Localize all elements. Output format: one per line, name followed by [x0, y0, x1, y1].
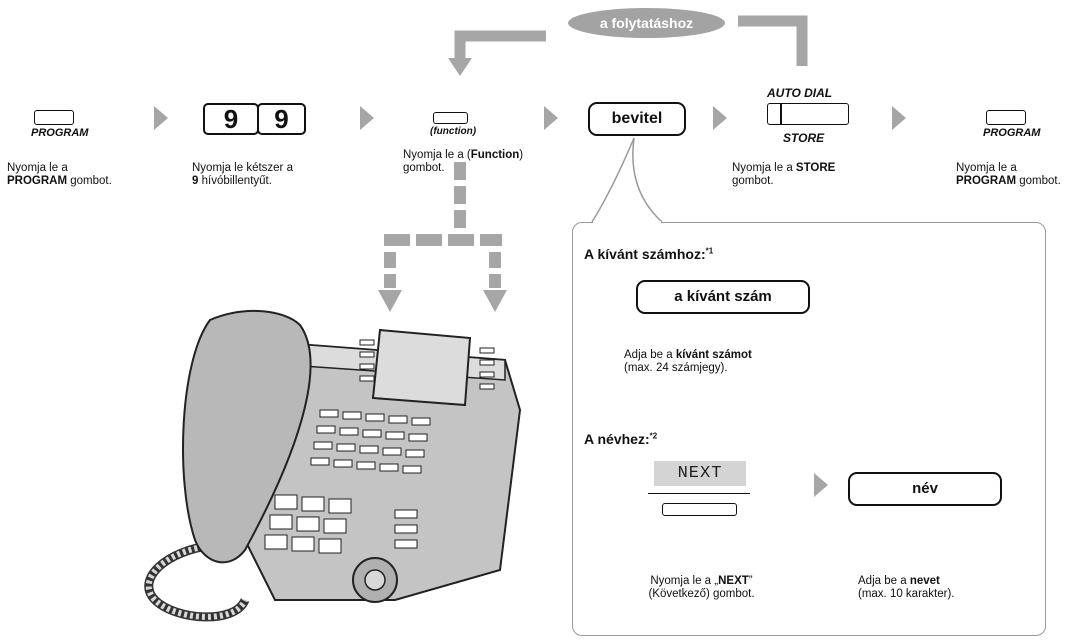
- number-box: a kívánt szám: [636, 280, 810, 314]
- store-key-divider: [780, 104, 782, 125]
- step-arrow-icon: [713, 106, 727, 130]
- store-key[interactable]: [767, 103, 849, 125]
- lcd-underline: [648, 493, 750, 494]
- callout-pointer: [591, 137, 663, 225]
- entry-box: bevitel: [588, 102, 686, 136]
- program-final-caption: Nyomja le a PROGRAM gombot.: [956, 162, 1061, 187]
- next-lcd-display: NEXT: [654, 461, 746, 486]
- program-caption: Nyomja le a PROGRAM gombot.: [7, 162, 112, 187]
- name-box: név: [848, 472, 1002, 506]
- function-key-label: (function): [430, 126, 477, 137]
- step-arrow-icon: [360, 106, 374, 130]
- name-caption: Adja be a nevet (max. 10 karakter).: [858, 575, 955, 600]
- function-caption: Nyomja le a (Function) gombot.: [403, 149, 524, 174]
- telephone-icon: [144, 309, 522, 622]
- next-key[interactable]: [662, 503, 737, 516]
- auto-dial-label: AUTO DIAL: [767, 86, 833, 100]
- dial-key-9-second[interactable]: 9: [257, 103, 306, 135]
- number-caption: Adja be a kívánt számot (max. 24 számjeg…: [624, 349, 752, 374]
- store-key-label: STORE: [783, 131, 825, 145]
- program-key-final[interactable]: [986, 110, 1026, 125]
- number-header: A kívánt számhoz:*1: [584, 246, 714, 262]
- nine-caption: Nyomja le kétszer a 9 hívóbillentyűt.: [192, 162, 293, 187]
- name-header: A névhez:*2: [584, 431, 658, 447]
- program-key[interactable]: [34, 110, 74, 125]
- step-arrow-icon: [814, 473, 828, 497]
- next-caption: Nyomja le a „NEXT” (Következő) gombot.: [648, 575, 755, 600]
- program-key-label: PROGRAM: [31, 127, 89, 139]
- loop-label: a folytatáshoz: [568, 8, 725, 38]
- store-caption: Nyomja le a STORE gombot.: [732, 162, 836, 187]
- step-arrow-icon: [544, 106, 558, 130]
- step-arrow-icon: [892, 106, 906, 130]
- program-key-final-label: PROGRAM: [983, 127, 1041, 139]
- function-key[interactable]: [433, 112, 468, 124]
- step-arrow-icon: [154, 106, 168, 130]
